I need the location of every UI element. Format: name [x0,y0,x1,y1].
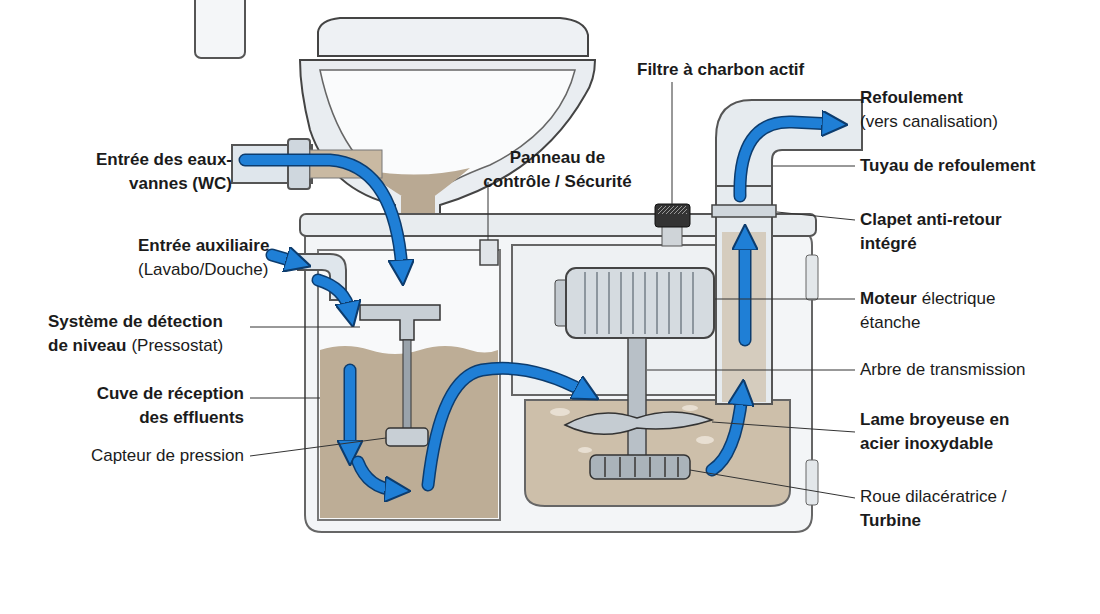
flow-arrow [740,240,750,340]
part-note: (Lavabo/Douche) [138,258,298,282]
label-group: Filtre à charbon actif [637,58,877,82]
part-label: Cuve de réception des effluents [84,382,244,430]
pressure-sensor [386,428,428,446]
label-group: Lame broyeuse en acier inoxydable [860,408,1020,456]
leader-line [250,438,386,456]
flow-arrow-outline [318,280,350,312]
impeller [590,455,690,479]
motor-ribs [585,272,693,334]
toilet-lid [318,18,588,56]
filter-stem [662,226,682,246]
part-label: Filtre à charbon actif [637,58,877,82]
part-note: (Pressostat) [131,336,223,355]
grinder-blade [565,412,712,434]
label-group: Moteurélectrique étanche [860,287,1030,335]
part-label: Turbine [860,509,1090,533]
leader-line [712,422,855,432]
leader-line [250,398,320,399]
part-label: Panneau de contrôle / Sécurité [480,146,635,194]
part-label: Refoulement [860,86,1090,110]
flow-arrow-outline [739,240,752,340]
flow-arrow [712,395,742,470]
label-group: Entrée auxiliaire(Lavabo/Douche) [138,234,298,282]
leader-line [715,299,855,300]
housing-tab [806,460,818,505]
check-valve [712,205,776,217]
flow-arrow [428,368,585,485]
leader-line [773,166,855,167]
flow-arrow-outline [344,370,357,450]
impeller-vanes [605,457,678,477]
unit-housing [305,232,812,532]
flow-arrows [245,122,832,490]
part-note: (vers canalisation) [860,110,1090,134]
flow-arrow [272,255,296,262]
receiving-tank [318,250,500,520]
leader-line [647,370,855,371]
part-label: Lame broyeuse en acier inoxydable [860,408,1020,456]
control-panel [480,240,498,265]
flow-arrow-outline [740,122,832,196]
filter-grid [658,206,687,214]
housing-tab [806,255,818,300]
pressure-switch [360,305,440,340]
part-label: Entrée des eaux-vannes (WC) [82,148,232,196]
flow-arrow-outline [428,368,585,485]
part-note: Capteur de pression [44,444,244,468]
flow-arrow-outline [712,395,742,470]
splash [682,405,698,411]
leader-line [690,470,855,498]
part-label: Tuyau de refoulement [860,154,1090,178]
carbon-filter [655,204,690,227]
flow-arrow-outline [358,462,395,490]
label-group: Refoulement(vers canalisation) [860,86,1090,134]
leader-lines [250,82,855,498]
leader-line [250,327,360,328]
part-note: Arbre de transmission [860,358,1090,382]
part-label: Clapet anti-retour intégré [860,208,1020,256]
flow-arrow [358,462,395,490]
grinding-chamber [525,400,790,506]
label-group: Clapet anti-retour intégré [860,208,1020,256]
flow-arrow [345,370,355,450]
label-group: Arbre de transmission [860,358,1090,382]
leader-line [672,82,673,204]
splash [578,447,592,453]
sensor-tube [403,340,411,430]
label-group: Entrée des eaux-vannes (WC) [82,148,232,196]
flow-arrow [740,122,832,196]
flow-arrow-outline [272,255,296,262]
riser-effluent [722,232,766,402]
flow-arrow [318,280,350,312]
label-group: Panneau de contrôle / Sécurité [480,146,635,194]
label-group: Système de détection de niveau(Pressosta… [48,310,233,358]
part-label: Entrée auxiliaire [138,234,298,258]
label-group: Cuve de réception des effluents [84,382,244,430]
drive-shaft [628,338,646,458]
part-label: Moteur [860,289,917,308]
splash [550,408,570,416]
label-group: Tuyau de refoulement [860,154,1090,178]
label-group: Roue dilacératrice /Turbine [860,485,1090,533]
part-note: Roue dilacératrice / [860,485,1090,509]
leader-line [777,212,855,220]
splash [696,436,714,444]
cistern [195,0,245,58]
label-group: Capteur de pression [44,444,244,468]
electric-motor [566,268,714,338]
